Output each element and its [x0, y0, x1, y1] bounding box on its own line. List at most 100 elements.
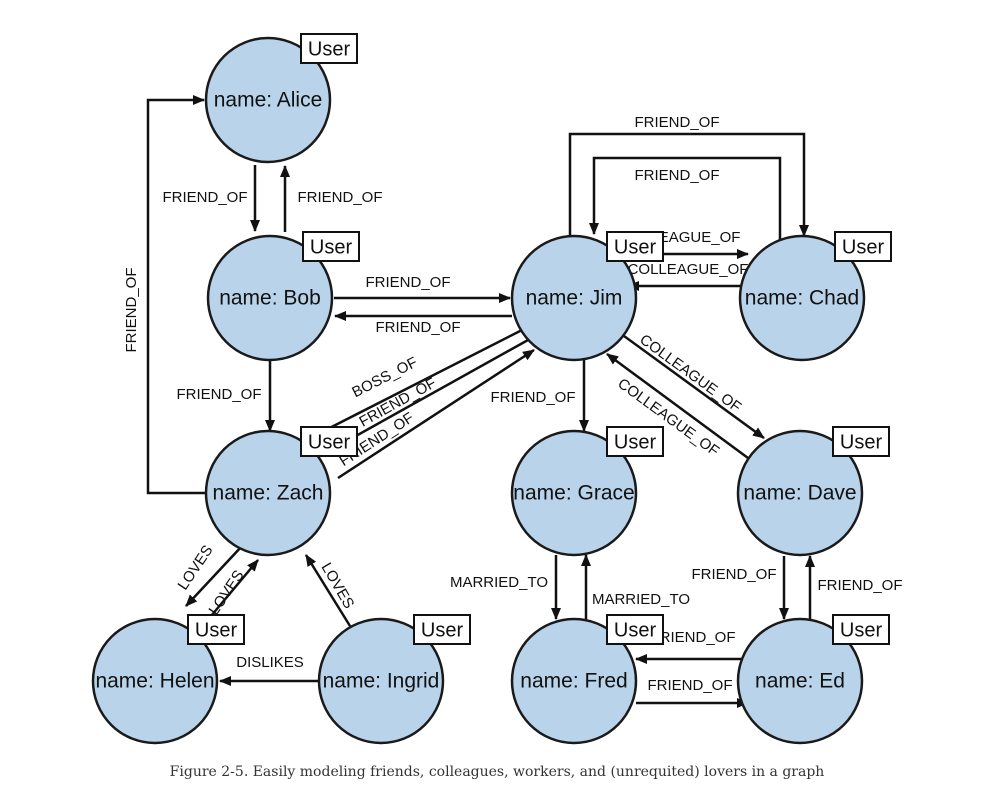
edge-ingrid-to-helen: DISLIKES	[219, 654, 319, 686]
node-label: name: Zach	[213, 482, 324, 505]
badge-box	[606, 231, 664, 262]
node-circle	[738, 234, 866, 362]
user-label-badge: User	[187, 614, 245, 645]
edge-bob-to-alice: FRIEND_OF	[280, 165, 383, 232]
edge-jim-to-bob: FRIEND_OF	[334, 311, 512, 336]
node-label: name: Chad	[745, 287, 859, 310]
user-label-badge: User	[302, 231, 360, 262]
edge-chad-to-jim: COLLEAGUE_OF	[627, 261, 749, 291]
edge-jim-to-grace: FRIEND_OF	[490, 358, 589, 432]
node-circle	[206, 234, 334, 362]
edge-label: FRIEND_OF	[650, 629, 735, 646]
node-circle	[736, 617, 864, 745]
node-circle	[204, 429, 332, 557]
node-label: name: Ingrid	[323, 670, 440, 693]
node-label: name: Fred	[520, 670, 627, 693]
edge-label: COLLEAGUE_OF	[628, 261, 749, 278]
node-circle	[510, 617, 638, 745]
edge-label: FRIEND_OF	[647, 677, 732, 694]
edge-bob-to-jim: FRIEND_OF	[334, 274, 511, 303]
badge-box	[300, 33, 358, 64]
edges-layer: FRIEND_OF FRIEND_OF FRIEND_OF FRIEND_OF FRIE…	[123, 95, 903, 708]
edge-label: FRIEND_OF	[817, 577, 902, 594]
badge-box	[832, 426, 890, 457]
edge-label: FRIEND_OF	[634, 114, 719, 131]
node-grace[interactable]: name: Grace User	[510, 426, 664, 557]
user-label-badge: User	[606, 231, 664, 262]
node-label: name: Jim	[526, 287, 623, 310]
badge-text: User	[308, 432, 351, 454]
edge-line	[568, 132, 809, 237]
edge-line	[623, 334, 765, 440]
edge-jim-to-chad: FRIEND_OF	[568, 114, 809, 237]
node-label: name: Grace	[513, 482, 634, 505]
node-circle	[510, 429, 638, 557]
node-circle	[91, 617, 219, 745]
edge-label: LOVES	[206, 567, 248, 618]
node-jim[interactable]: name: Jim User	[510, 231, 664, 362]
edge-ed-to-dave: FRIEND_OF	[805, 555, 903, 619]
badge-box	[187, 614, 245, 645]
user-label-badge: User	[413, 614, 471, 645]
badge-text: User	[840, 620, 883, 642]
node-circle	[317, 617, 445, 745]
edge-label: LOVES	[175, 542, 217, 593]
badge-text: User	[614, 432, 657, 454]
user-label-badge: User	[832, 614, 890, 645]
edge-label: MARRIED_TO	[592, 591, 690, 608]
user-label-badge: User	[300, 426, 358, 457]
badge-text: User	[421, 620, 464, 642]
edge-helen-to-zach: LOVES	[205, 559, 259, 623]
node-zach[interactable]: name: Zach User	[204, 426, 358, 557]
edge-label: MARRIED_TO	[450, 574, 548, 591]
edge-line	[304, 554, 352, 627]
edge-label: FRIEND_OF	[691, 566, 776, 583]
badge-box	[606, 426, 664, 457]
user-label-badge: User	[606, 426, 664, 457]
user-label-badge: User	[300, 33, 358, 64]
node-label: name: Bob	[219, 287, 321, 310]
node-bob[interactable]: name: Bob User	[206, 231, 360, 362]
edge-label: DISLIKES	[236, 654, 304, 671]
figure-caption: Figure 2-5. Easily modeling friends, col…	[169, 764, 825, 780]
edge-fred-to-ed: FRIEND_OF	[636, 677, 749, 708]
edge-label: FRIEND_OF	[365, 274, 450, 291]
edge-label: FRIEND_OF	[490, 389, 575, 406]
badge-text: User	[614, 620, 657, 642]
edge-line	[337, 348, 535, 480]
user-label-badge: User	[606, 614, 664, 645]
edge-fred-to-grace: MARRIED_TO	[581, 554, 690, 619]
badge-box	[413, 614, 471, 645]
edge-line	[305, 328, 523, 442]
edge-bob-to-zach: FRIEND_OF	[176, 360, 275, 432]
edge-label: FRIEND_OF	[162, 189, 247, 206]
badge-box	[834, 231, 892, 262]
badge-box	[300, 426, 358, 457]
node-ingrid[interactable]: name: Ingrid User	[317, 614, 471, 745]
edge-label: FRIEND_OF	[176, 386, 261, 403]
node-circle	[510, 234, 638, 362]
edge-line	[146, 95, 206, 495]
edge-label: FRIEND_OF	[634, 167, 719, 184]
edge-ingrid-to-zach: LOVES	[304, 554, 357, 627]
social-graph-diagram: FRIEND_OF FRIEND_OF FRIEND_OF FRIEND_OF FRIE…	[91, 33, 903, 745]
node-fred[interactable]: name: Fred User	[510, 614, 664, 745]
edge-chad-to-jim: FRIEND_OF	[589, 156, 782, 240]
badge-box	[832, 614, 890, 645]
badge-text: User	[308, 39, 351, 61]
edge-ed-to-fred: FRIEND_OF	[635, 629, 748, 664]
edge-line	[606, 352, 749, 460]
node-circle	[204, 36, 332, 164]
edge-dave-to-ed: FRIEND_OF	[691, 556, 789, 620]
badge-text: User	[195, 620, 238, 642]
edge-label: FRIEND_OF	[297, 189, 382, 206]
node-circle	[736, 429, 864, 557]
badge-box	[606, 614, 664, 645]
edge-line	[205, 559, 259, 623]
